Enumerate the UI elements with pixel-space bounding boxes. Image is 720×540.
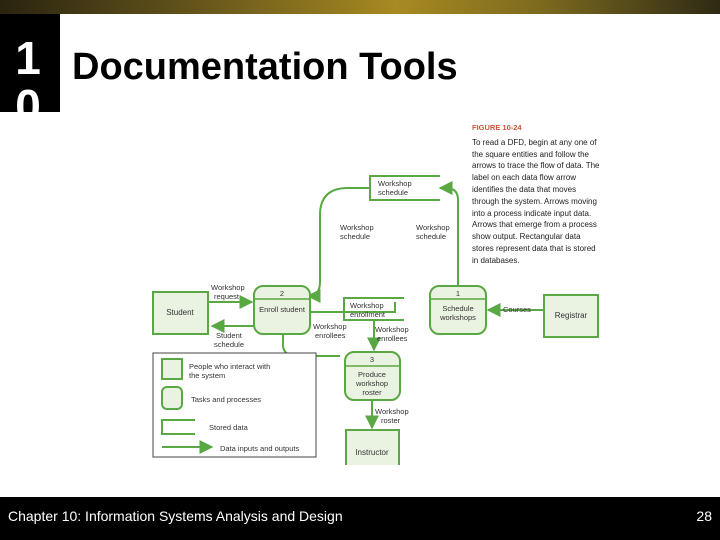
flow-label-courses: Courses bbox=[503, 305, 531, 314]
process-3-label-line2: workshop bbox=[355, 379, 388, 388]
flow-labels: Workshop schedule Workshop schedule Work… bbox=[211, 223, 531, 425]
process-schedule-workshops: 1 Schedule workshops bbox=[429, 285, 487, 335]
entity-student: Student bbox=[152, 291, 209, 335]
legend-store-label: Stored data bbox=[209, 423, 249, 432]
store-workshop-enrollment: Workshop enrollment bbox=[343, 297, 404, 321]
legend-store-swatch bbox=[161, 419, 195, 435]
entity-registrar: Registrar bbox=[543, 294, 599, 338]
flow-label-schedule-left-2: schedule bbox=[340, 232, 370, 241]
legend: People who interact with the system Task… bbox=[152, 352, 317, 458]
legend-entity-swatch bbox=[161, 358, 183, 380]
process-1-label-line2: workshops bbox=[439, 313, 476, 322]
entity-student-label: Student bbox=[166, 308, 194, 317]
process-3-label-line1: Produce bbox=[358, 370, 386, 379]
flow-label-enrollees-right-2: enrollees bbox=[377, 334, 408, 343]
flow-label-schedule-right-1: Workshop bbox=[416, 223, 450, 232]
legend-process-label: Tasks and processes bbox=[191, 395, 261, 404]
flow-label-roster-2: roster bbox=[381, 416, 401, 425]
process-produce-roster: 3 Produce workshop roster bbox=[344, 351, 401, 401]
store-workshop-schedule-line2: schedule bbox=[378, 188, 408, 197]
chapter-tab: 10 bbox=[0, 14, 60, 112]
store-workshop-schedule: Workshop schedule bbox=[369, 175, 440, 201]
figure-label: FIGURE 10-24 bbox=[472, 123, 522, 132]
figure-caption: FIGURE 10-24 To read a DFD, begin at any… bbox=[472, 122, 602, 267]
legend-flow-label: Data inputs and outputs bbox=[220, 444, 299, 453]
entity-instructor: Instructor bbox=[345, 429, 400, 465]
process-3-number: 3 bbox=[370, 355, 374, 364]
page-number: 28 bbox=[696, 508, 712, 524]
flow-label-student-schedule-2: schedule bbox=[214, 340, 244, 349]
store-workshop-schedule-line1: Workshop bbox=[378, 179, 412, 188]
process-2-label: Enroll student bbox=[259, 305, 306, 314]
process-2-number: 2 bbox=[280, 289, 284, 298]
slide-title: Documentation Tools bbox=[72, 46, 458, 88]
flow-label-roster-1: Workshop bbox=[375, 407, 409, 416]
process-enroll-student: 2 Enroll student bbox=[253, 285, 311, 335]
flow-label-enrollees-left-1: Workshop bbox=[313, 322, 347, 331]
legend-entity-label-2: the system bbox=[189, 371, 225, 380]
flow-label-student-schedule-1: Student bbox=[216, 331, 243, 340]
flow-schedule-to-enroll bbox=[306, 187, 370, 303]
top-decorative-bar bbox=[0, 0, 720, 14]
flow-label-request-1: Workshop bbox=[211, 283, 245, 292]
dfd-diagram: Workshop schedule Workshop enrollment St… bbox=[152, 175, 599, 465]
footer-text: Chapter 10: Information Systems Analysis… bbox=[8, 508, 343, 524]
flow-label-schedule-right-2: schedule bbox=[416, 232, 446, 241]
flow-label-schedule-left-1: Workshop bbox=[340, 223, 374, 232]
legend-entity-label-1: People who interact with bbox=[189, 362, 270, 371]
footer-bar: Chapter 10: Information Systems Analysis… bbox=[0, 497, 720, 540]
process-3-label-line3: roster bbox=[362, 388, 382, 397]
entity-registrar-label: Registrar bbox=[555, 311, 588, 320]
flow-label-request-2: request bbox=[214, 292, 240, 301]
flow-label-enrollees-right-1: Workshop bbox=[375, 325, 409, 334]
figure-caption-text: To read a DFD, begin at any one of the s… bbox=[472, 137, 600, 265]
chapter-number: 10 bbox=[15, 32, 45, 112]
entity-instructor-label: Instructor bbox=[355, 448, 389, 457]
store-workshop-enrollment-line1: Workshop bbox=[350, 301, 384, 310]
flow-schedule-workshops-to-store bbox=[438, 181, 459, 286]
legend-process-swatch bbox=[161, 386, 183, 410]
process-1-number: 1 bbox=[456, 289, 460, 298]
flow-enroll-to-enrollment bbox=[310, 302, 396, 313]
store-workshop-enrollment-line2: enrollment bbox=[350, 310, 386, 319]
process-1-label-line1: Schedule bbox=[442, 304, 473, 313]
flow-label-enrollees-left-2: enrollees bbox=[315, 331, 346, 340]
